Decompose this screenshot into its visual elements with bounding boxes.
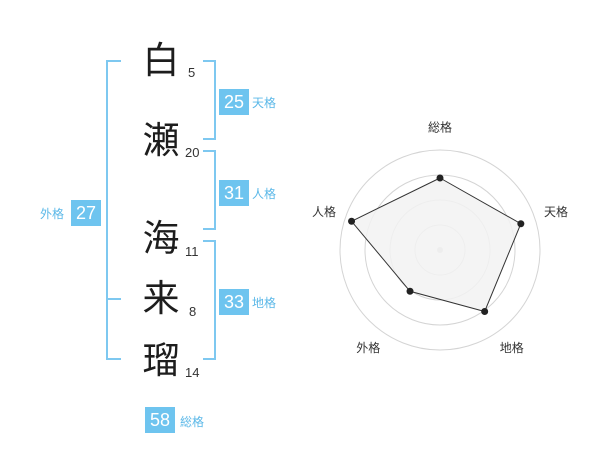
stroke-count-4: 8 <box>189 304 197 319</box>
radar-axis-label-4: 人格 <box>312 204 336 219</box>
chikaku-label: 地格 <box>252 296 277 310</box>
soukaku-badge: 58 <box>145 407 175 433</box>
stroke-count-1: 5 <box>188 65 196 80</box>
character-2: 瀬 <box>142 119 180 162</box>
jinkaku-label: 人格 <box>252 187 277 201</box>
radar-point-0 <box>436 174 444 182</box>
radar-shape <box>350 177 522 313</box>
radar-axis-label-3: 外格 <box>356 340 380 355</box>
tenkaku-badge: 25 <box>219 89 249 115</box>
character-3: 海 <box>142 217 180 260</box>
radar-point-3 <box>406 287 414 295</box>
jinkaku-badge: 31 <box>219 180 249 206</box>
radar-axis-label-2: 地格 <box>500 340 524 355</box>
stroke-count-3: 11 <box>185 244 199 259</box>
radar-point-4 <box>348 217 356 225</box>
chikaku-badge: 33 <box>219 289 249 315</box>
tenkaku-label: 天格 <box>252 96 277 110</box>
radar-axis-label-1: 天格 <box>544 204 568 219</box>
stroke-count-5: 14 <box>185 365 200 380</box>
character-4: 来 <box>142 277 180 320</box>
stroke-count-2: 20 <box>185 145 200 160</box>
character-5: 瑠 <box>142 339 180 382</box>
radar-point-1 <box>517 220 525 228</box>
radar-axis-label-0: 総格 <box>428 120 452 135</box>
gaikaku-label: 外格 <box>40 207 65 221</box>
radar-point-2 <box>481 307 489 315</box>
soukaku-label: 総格 <box>180 415 205 429</box>
gaikaku-badge: 27 <box>71 200 101 226</box>
character-1: 白 <box>142 39 180 82</box>
radar-points <box>348 174 525 315</box>
